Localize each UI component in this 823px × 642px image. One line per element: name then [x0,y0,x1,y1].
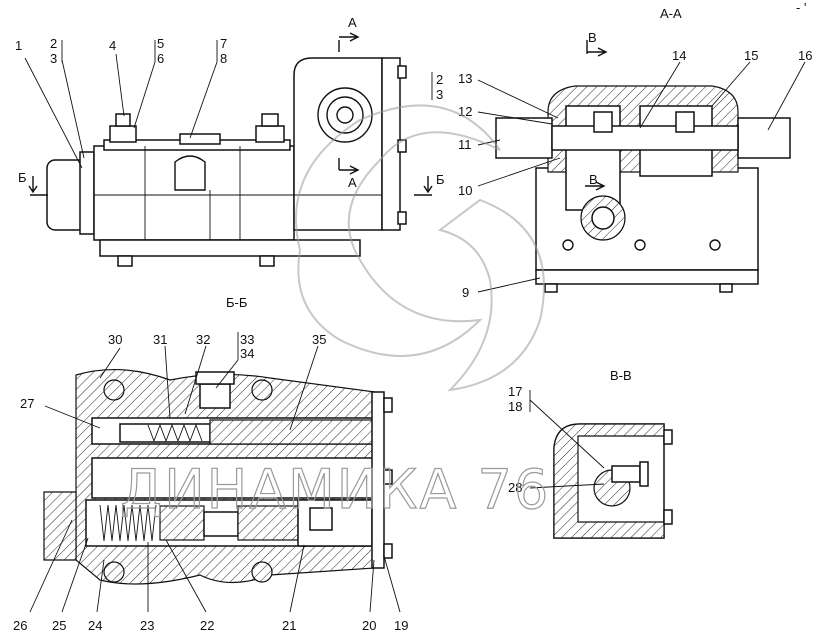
section-vv [529,390,673,539]
bb-plug-head-33 [195,371,235,385]
callout-19: 19 [394,618,408,633]
cut-mark-a-top: А [348,15,357,30]
callout-2: 2 [50,36,57,51]
callout-18: 18 [508,399,522,414]
vv-bolt-bottom [663,509,673,525]
callout-17: 17 [508,384,522,399]
callout-31: 31 [153,332,167,347]
callout-15: 15 [744,48,758,63]
housing-window [174,155,206,191]
port-inner [326,96,364,134]
cut-mark-b-left: Б [18,170,27,185]
callout-6: 6 [157,51,164,66]
callout-3b: 3 [436,87,443,102]
callout-9: 9 [462,285,469,300]
corner-mark: - ' [796,0,806,15]
callout-23: 23 [140,618,154,633]
title-section-bb: Б-Б [226,295,247,310]
aa-foot-left [544,283,558,293]
title-section-aa: А-А [660,6,682,21]
aa-foot-right [719,283,733,293]
cut-mark-b-right: Б [436,172,445,187]
callout-27: 27 [20,396,34,411]
bb-plug-33 [199,383,231,409]
watermark-logo [295,104,545,392]
callout-34: 34 [240,346,254,361]
bb-cover-bolt-top [383,397,393,413]
bolt-4 [109,125,137,143]
cut-mark-a-bottom: А [348,175,357,190]
top-boss [179,133,221,145]
callout-16: 16 [798,48,812,63]
callout-13: 13 [458,71,472,86]
aa-shaft-left [495,117,553,159]
watermark-text: ДИНАМИКА 76 [120,458,550,521]
callout-32: 32 [196,332,210,347]
callout-10: 10 [458,183,472,198]
vv-plug-28 [611,465,641,483]
callout-2b: 2 [436,72,443,87]
foot-left [117,255,133,267]
main-housing [93,145,295,241]
callout-30: 30 [108,332,122,347]
callout-25: 25 [52,618,66,633]
vv-plug-head [639,461,649,487]
callout-8: 8 [220,51,227,66]
callout-7: 7 [220,36,227,51]
port-core [336,106,354,124]
callout-20: 20 [362,618,376,633]
section-aa [477,40,806,293]
bb-end-plug [43,491,77,561]
foot-right [259,255,275,267]
callout-28: 28 [508,480,522,495]
aa-bolt-14a [593,111,613,133]
callout-35: 35 [312,332,326,347]
bb-mid-bore [91,457,383,499]
callout-1: 1 [15,38,22,53]
callout-21: 21 [282,618,296,633]
callout-4: 4 [109,38,116,53]
vv-bolt-top [663,429,673,445]
bb-upper-spool [209,419,381,445]
base-plate [99,239,361,257]
callout-26: 26 [13,618,27,633]
bolt-7 [255,125,285,143]
bb-cover-bolt-mid [383,469,393,485]
cut-mark-v-top: В [588,30,597,45]
callout-14: 14 [672,48,686,63]
right-block [293,57,383,231]
bolt-head-4 [115,113,131,127]
aa-bolt-14b [675,111,695,133]
aa-shaft-right [737,117,791,159]
bb-spool-slot [309,507,333,531]
section-bb [29,332,401,613]
aa-through-shaft [551,125,739,151]
callout-33: 33 [240,332,254,347]
callout-22: 22 [200,618,214,633]
callout-3: 3 [50,51,57,66]
cap-flange [79,151,95,235]
bolt-head-7 [261,113,279,127]
side-bolt-1 [397,65,407,79]
callout-24: 24 [88,618,102,633]
cut-mark-v-mid: В [589,172,598,187]
main-view [24,32,433,267]
callout-5: 5 [157,36,164,51]
bb-cover-bolt-bottom [383,543,393,559]
callout-11: 11 [458,137,472,152]
aa-base [535,269,759,285]
title-section-vv: В-В [610,368,632,383]
side-bolt-3 [397,211,407,225]
